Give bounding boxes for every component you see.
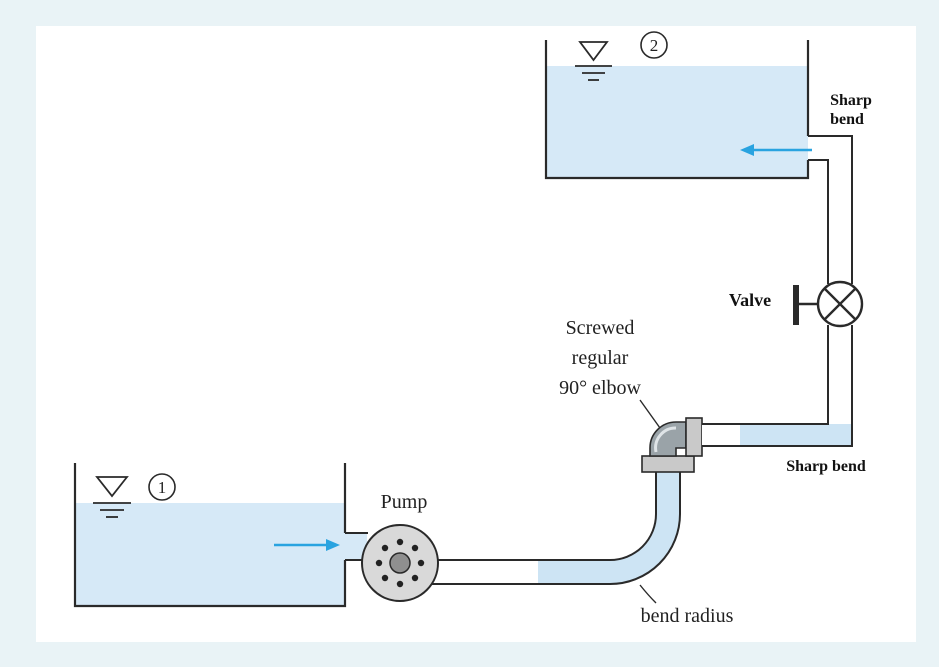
sharp-bend-top-label-line2: bend [830, 111, 864, 128]
tank-1 [73, 463, 347, 608]
pipe-vertical [829, 136, 851, 424]
tank-2 [544, 40, 810, 180]
pump-label: Pump [381, 491, 428, 513]
elbow-coupling-lower [641, 455, 695, 473]
flow-arrow-tank2 [740, 144, 812, 156]
bend-radius-label: bend radius [641, 605, 734, 627]
pipe-lower-white-section [432, 561, 538, 583]
pipe-lower-outline [432, 472, 681, 585]
pipe-inlet [345, 533, 367, 560]
sharp-bend-top-label-line1: Sharp [830, 92, 872, 109]
pipe-into-tank2 [809, 137, 851, 159]
tank-2-walls [544, 40, 810, 180]
sharp-bend-bottom-label: Sharp bend [786, 458, 866, 475]
elbow-label-line3: 90° elbow [559, 377, 641, 399]
valve [793, 280, 864, 328]
valve-label: Valve [729, 290, 771, 310]
pipe-upper-white-section [702, 425, 740, 445]
tank-2-marker: 2 [640, 31, 668, 59]
elbow-label-line2: regular [572, 347, 629, 369]
tank-1-walls [73, 463, 347, 608]
tank-1-marker: 1 [148, 473, 176, 501]
tank-2-water [546, 66, 808, 178]
tank-2-marker-text: 2 [650, 36, 659, 55]
elbow-label-line1: Screwed [566, 317, 635, 339]
tank-1-water [75, 503, 345, 606]
pipe-into-tank2-outline [808, 135, 852, 161]
flow-arrow-tank1 [274, 539, 340, 551]
pipe-upper-horizontal-outline [702, 325, 853, 447]
elbow-leader-line [639, 399, 661, 429]
free-surface-symbol-2 [575, 41, 612, 81]
bend-radius-leader-line [639, 584, 657, 604]
elbow-shade [654, 426, 677, 453]
free-surface-symbol-1 [93, 476, 131, 518]
elbow-coupling-right [685, 417, 703, 457]
tank-1-marker-text: 1 [158, 478, 167, 497]
pump [361, 524, 439, 602]
